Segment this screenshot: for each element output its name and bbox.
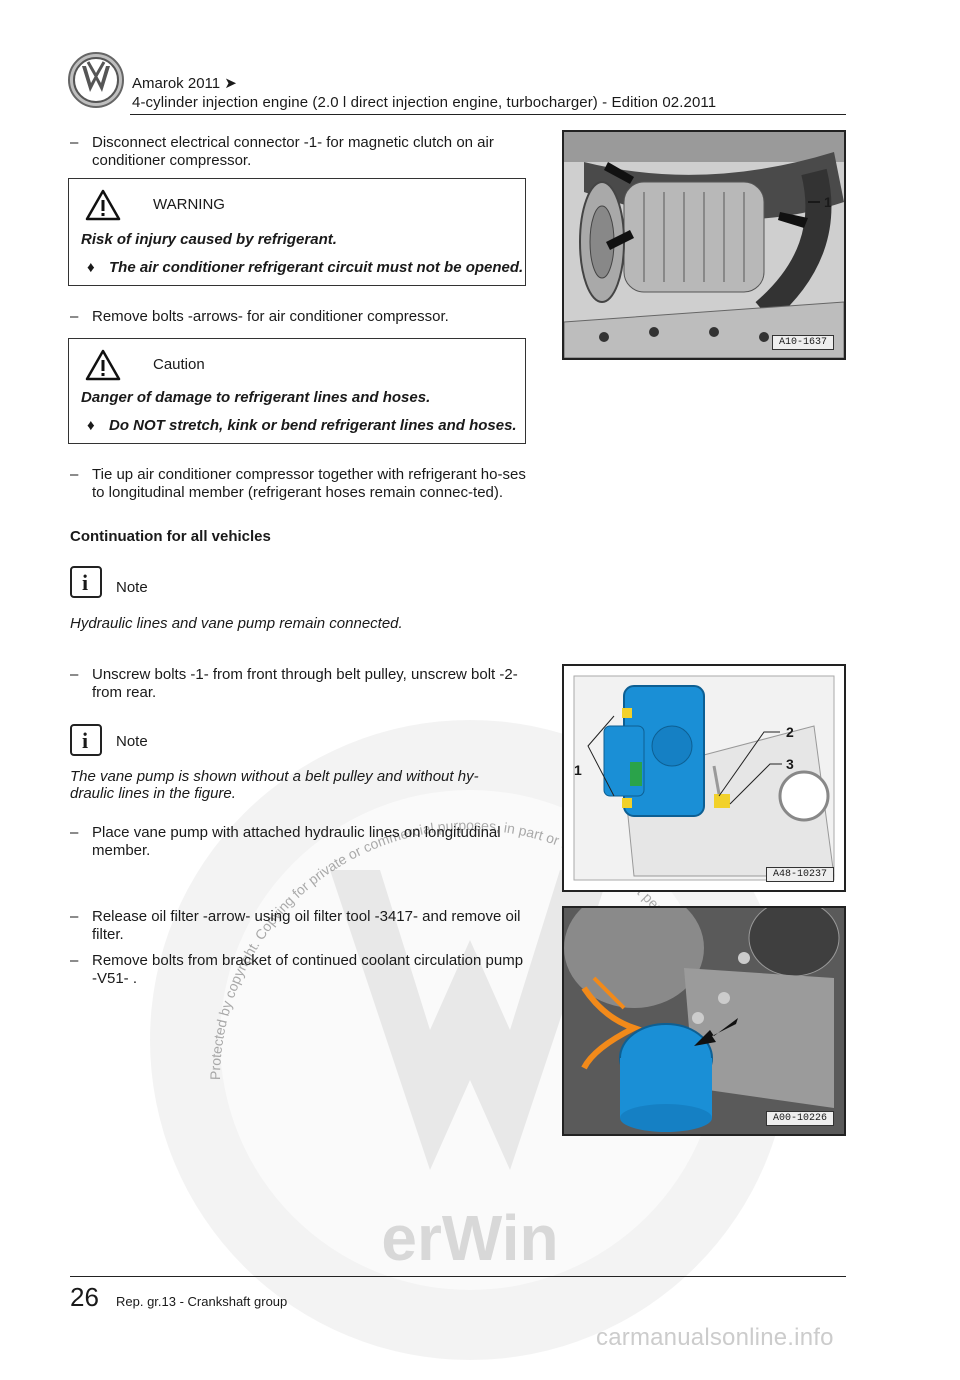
warning-bullet-text: The air conditioner refrigerant circuit … (109, 259, 524, 276)
step-unscrew-bolts: – Unscrew bolts -1- from front through b… (70, 666, 528, 702)
footer-rule (70, 1276, 846, 1277)
header-model: Amarok 2011 ➤ (132, 75, 237, 92)
info-icon: i (70, 724, 102, 756)
caution-lead: Danger of damage to refrigerant lines an… (81, 389, 431, 406)
step-remove-bolts: – Remove bolts -arrows- for air conditio… (70, 308, 528, 326)
note-title: Note (116, 579, 148, 596)
header-rule (130, 114, 846, 115)
step-text: Remove bolts from bracket of continued c… (92, 952, 524, 987)
figure-code: A00-10226 (765, 1111, 834, 1126)
callout-label: 1 (824, 194, 832, 210)
figure-oil-filter-drawing (564, 908, 844, 1134)
step-text: Tie up air conditioner compressor togeth… (92, 466, 526, 501)
step-tie-up-compressor: – Tie up air conditioner compressor toge… (70, 466, 528, 502)
step-dash: – (70, 666, 79, 683)
page-number: 26 (70, 1282, 99, 1312)
footer-section: Rep. gr.13 - Crankshaft group (116, 1294, 288, 1309)
figure-compressor-drawing (564, 132, 844, 358)
caution-box: Caution Danger of damage to refrigerant … (68, 338, 526, 444)
site-watermark: carmanualsonline.info (596, 1324, 834, 1351)
step-text: Place vane pump with attached hydraulic … (92, 824, 501, 859)
step-text: Unscrew bolts -1- from front through bel… (92, 666, 518, 701)
warning-bullet: ♦ The air conditioner refrigerant circuit… (87, 259, 523, 276)
watermark-brand: erWin (381, 1202, 558, 1274)
step-text: Disconnect electrical connector -1- for … (92, 134, 494, 169)
step-dash: – (70, 908, 79, 925)
figure-code: A48-10237 (765, 867, 834, 882)
header-title: 4-cylinder injection engine (2.0 l direc… (132, 94, 717, 111)
vw-logo-icon (68, 52, 124, 108)
step-release-oil-filter: – Release oil filter -arrow- using oil f… (70, 908, 528, 944)
step-text: Remove bolts -arrows- for air conditione… (92, 308, 449, 325)
note-title: Note (116, 733, 148, 750)
callout-label: 3 (786, 756, 794, 772)
step-dash: – (70, 466, 79, 483)
callout-label: 1 (574, 762, 582, 778)
step-dash: – (70, 134, 79, 151)
caution-title: Caution (153, 356, 205, 373)
section-heading: Continuation for all vehicles (70, 528, 271, 545)
caution-triangle-icon (85, 349, 121, 381)
step-place-vane-pump: – Place vane pump with attached hydrauli… (70, 824, 528, 860)
warning-title: WARNING (153, 196, 225, 213)
figure-code: A10-1637 (771, 335, 834, 350)
step-remove-bracket-bolts: – Remove bolts from bracket of continued… (70, 952, 528, 988)
bullet-diamond-icon: ♦ (87, 259, 95, 276)
warning-lead: Risk of injury caused by refrigerant. (81, 231, 337, 248)
warning-triangle-icon (85, 189, 121, 221)
warning-box: WARNING Risk of injury caused by refrige… (68, 178, 526, 286)
note-text: The vane pump is shown without a belt pu… (70, 768, 479, 802)
bullet-diamond-icon: ♦ (87, 417, 95, 434)
figure-compressor: 1 A10-1637 (562, 130, 846, 360)
step-dash: – (70, 952, 79, 969)
figure-vane-pump: 2 3 1 A48-10237 (562, 664, 846, 892)
figure-vane-pump-drawing (564, 666, 844, 890)
step-disconnect-connector: – Disconnect electrical connector -1- fo… (70, 134, 528, 170)
note-text: Hydraulic lines and vane pump remain con… (70, 615, 403, 632)
step-text: Release oil filter -arrow- using oil fil… (92, 908, 521, 943)
step-dash: – (70, 824, 79, 841)
info-icon: i (70, 566, 102, 598)
step-dash: – (70, 308, 79, 325)
figure-oil-filter: A00-10226 (562, 906, 846, 1136)
caution-bullet: ♦ Do NOT stretch, kink or bend refrigeran… (87, 417, 517, 434)
callout-label: 2 (786, 724, 794, 740)
caution-bullet-text: Do NOT stretch, kink or bend refrigerant… (109, 417, 517, 434)
